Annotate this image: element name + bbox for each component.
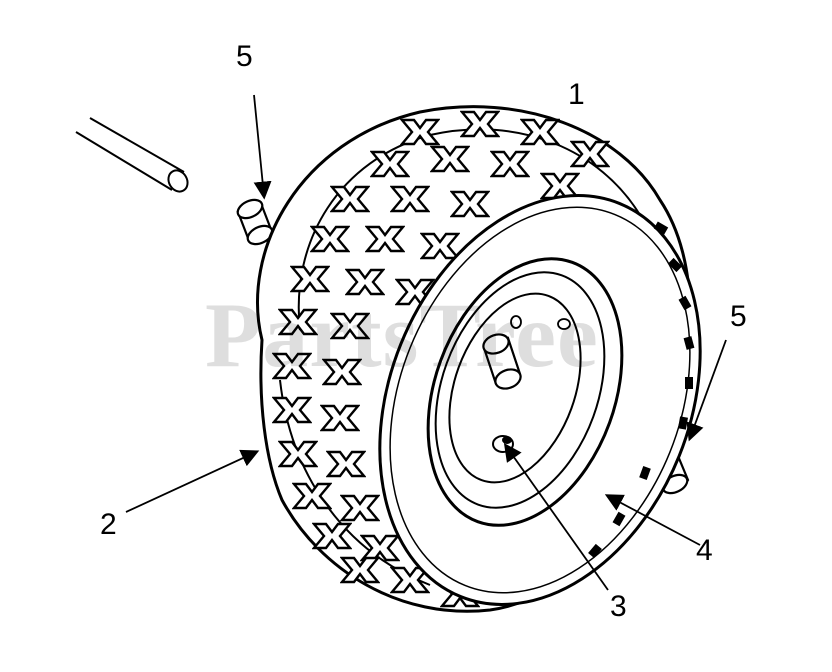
callout-1: 1 (568, 78, 585, 111)
callout-2: 2 (100, 508, 117, 541)
callout-5-left: 5 (236, 40, 253, 73)
valve-stem (492, 435, 514, 453)
callout-4: 4 (696, 534, 713, 567)
callout-3: 3 (610, 590, 627, 623)
leader-5-right (686, 339, 727, 442)
sidewall-lugs (588, 221, 695, 559)
wheel-hub (482, 333, 522, 390)
bushing-left (236, 198, 274, 246)
axle-rod (75, 117, 189, 193)
rim-hole (510, 315, 522, 329)
leader-5-left (253, 94, 272, 200)
leader-3 (503, 443, 609, 591)
leader-lines (125, 94, 727, 591)
leader-4 (604, 494, 701, 546)
callout-5-right: 5 (730, 300, 747, 333)
rim-hole (557, 318, 571, 330)
leader-2 (125, 449, 260, 513)
